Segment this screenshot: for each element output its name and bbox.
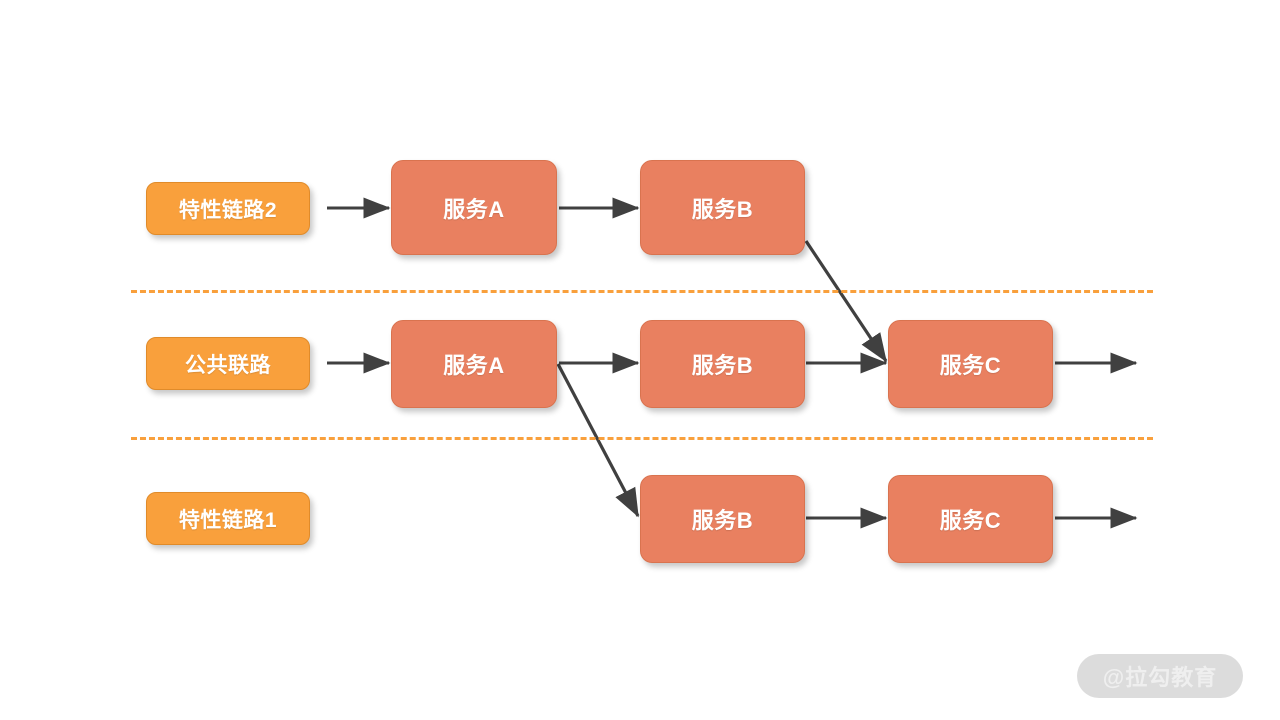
service-node-bottom-b[interactable]: 服务B [640, 475, 805, 563]
connector-top-b-to-mid-c [804, 240, 888, 363]
lane-tag-common[interactable]: 公共联路 [146, 337, 310, 390]
service-node-top-b[interactable]: 服务B [640, 160, 805, 255]
service-node-top-a[interactable]: 服务A [391, 160, 557, 255]
lane-divider-top [131, 290, 1153, 293]
lane-tag-feature-2[interactable]: 特性链路2 [146, 182, 310, 235]
service-node-mid-c[interactable]: 服务C [888, 320, 1053, 408]
lane-divider-bottom [131, 437, 1153, 440]
lane-tag-feature-1[interactable]: 特性链路1 [146, 492, 310, 545]
connector-mid-a-to-bottom-b [556, 363, 640, 518]
service-node-mid-a[interactable]: 服务A [391, 320, 557, 408]
service-node-bottom-c[interactable]: 服务C [888, 475, 1053, 563]
service-node-mid-b[interactable]: 服务B [640, 320, 805, 408]
watermark-badge: @拉勾教育 [1077, 654, 1243, 698]
